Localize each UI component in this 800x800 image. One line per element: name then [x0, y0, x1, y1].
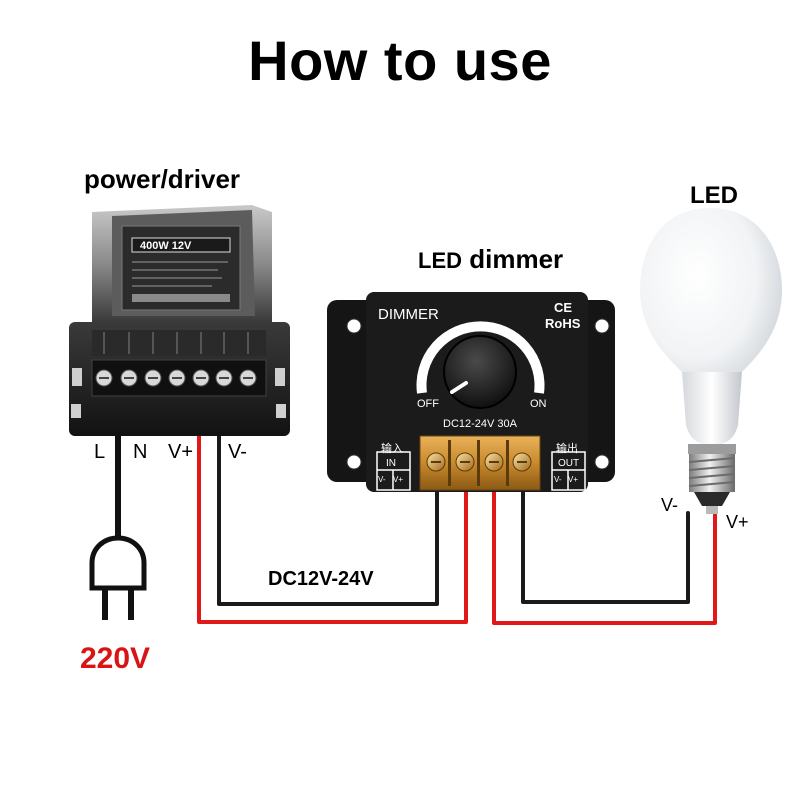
- wire-led-positive: [492, 486, 717, 625]
- dimmer-name-label: DIMMER: [378, 306, 439, 323]
- rohs-mark: RoHS: [545, 316, 581, 331]
- dimmer-input-v-minus: V-: [378, 475, 386, 484]
- dimmer-input-cn-label: 输入: [381, 443, 403, 455]
- power-supply: [69, 205, 290, 436]
- led-bulb: [640, 208, 782, 514]
- dimmer-input-v-plus: V+: [393, 475, 404, 484]
- led-label: LED: [690, 182, 738, 209]
- power-v-plus-label: V+: [168, 441, 194, 463]
- led-v-minus-label: V-: [661, 495, 679, 515]
- dimmer-spec-label: DC12-24V 30A: [443, 418, 517, 430]
- dimmer-off-label: OFF: [417, 398, 439, 410]
- dimmer-input-label: IN: [386, 458, 396, 469]
- led-dimmer-label-prefix: LED: [418, 248, 462, 273]
- dimmer-on-label: ON: [530, 398, 547, 410]
- dimmer-output-v-plus: V+: [568, 475, 579, 484]
- ce-mark: CE: [554, 300, 573, 315]
- mains-voltage-label: 220V: [80, 642, 151, 675]
- wire-power-negative: [217, 386, 439, 606]
- dc-range-label: DC12V-24V: [268, 568, 374, 590]
- power-v-minus-label: V-: [228, 441, 247, 463]
- led-dimmer-label-word: dimmer: [469, 244, 564, 274]
- dimmer-output-v-minus: V-: [554, 475, 562, 484]
- power-driver-label: power/driver: [84, 164, 241, 194]
- wire-led-negative: [521, 486, 690, 604]
- power-rating-label: 400W 12V: [140, 240, 192, 252]
- terminal-l-label: L: [94, 441, 106, 463]
- led-dimmer-device: [327, 292, 615, 492]
- page-title: How to use: [248, 29, 552, 92]
- dimmer-output-label: OUT: [558, 458, 580, 469]
- led-v-plus-label: V+: [726, 512, 749, 532]
- terminal-n-label: N: [133, 441, 148, 463]
- plug-icon: [89, 528, 147, 620]
- led-dimmer-label: LED dimmer: [418, 244, 563, 275]
- dimmer-output-cn-label: 输出: [556, 443, 578, 455]
- wire-power-positive: [197, 384, 468, 624]
